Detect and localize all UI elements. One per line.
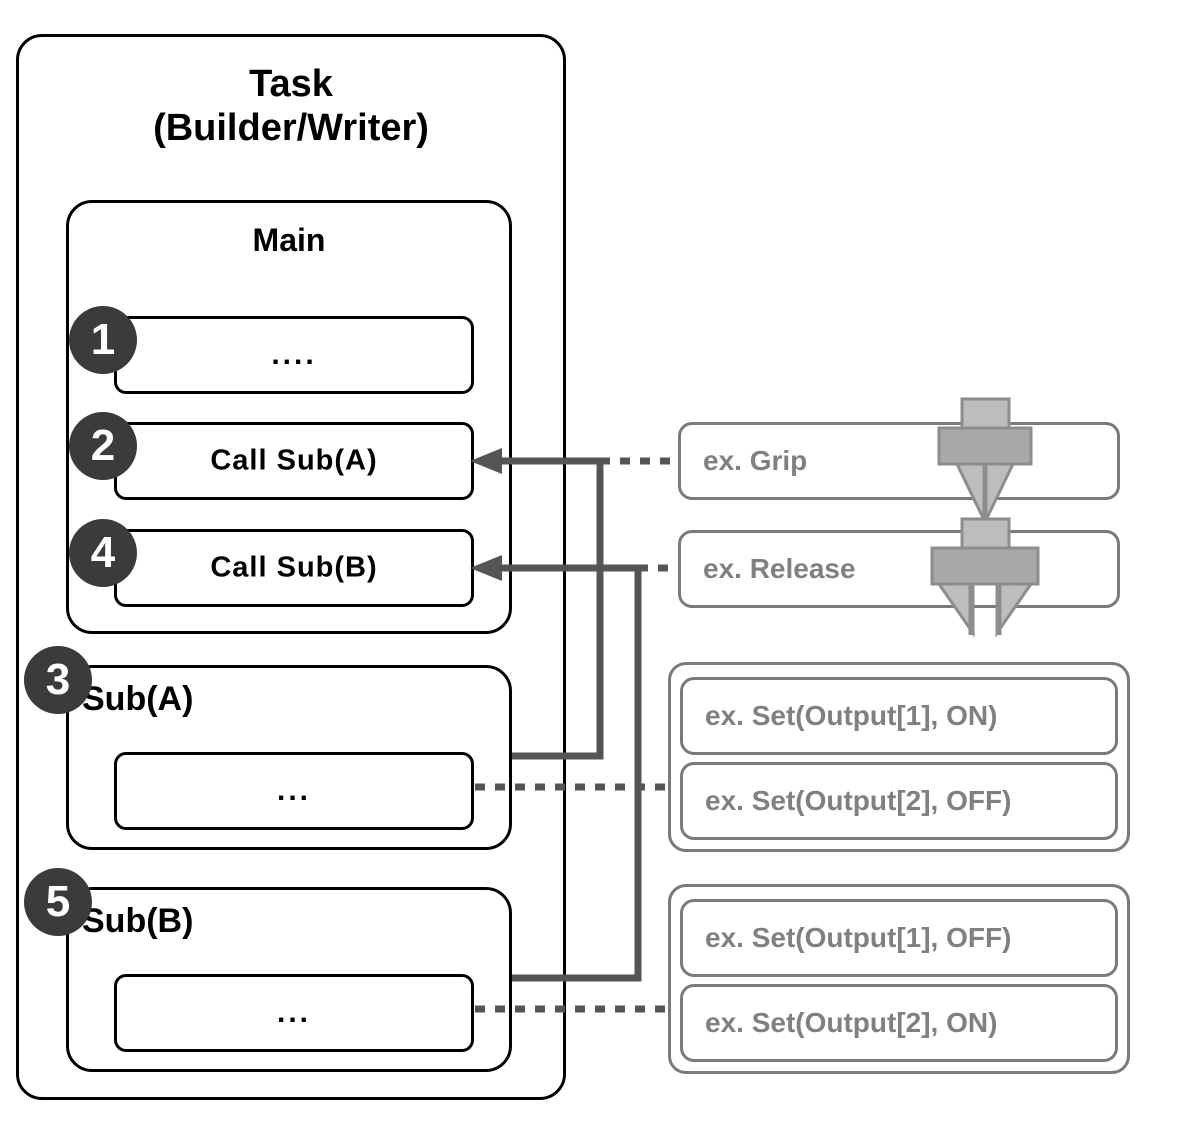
main-row-call-sub-a-label: Call Sub(A) [210,444,378,477]
main-row-call-sub-a[interactable]: Call Sub(A) [114,422,474,500]
task-title: Task (Builder/Writer) [153,63,429,150]
sub-a-body-label: ... [276,774,311,807]
badge-5: 5 [24,868,92,936]
main-row-1[interactable]: .... [114,316,474,394]
output-item-b-1-label: ex. Set(Output[1], OFF) [705,922,1012,953]
main-row-call-sub-b[interactable]: Call Sub(B) [114,529,474,607]
output-item-a-2[interactable]: ex. Set(Output[2], OFF) [680,762,1118,840]
main-title: Main [252,222,326,258]
badge-1: 1 [69,306,137,374]
output-item-a-1-label: ex. Set(Output[1], ON) [705,700,998,731]
output-item-a-1[interactable]: ex. Set(Output[1], ON) [680,677,1118,755]
sub-b-title: Sub(B) [82,902,194,940]
example-release-box[interactable]: ex. Release [678,530,1120,608]
sub-b-body[interactable]: ... [114,974,474,1052]
main-row-1-label: .... [271,338,317,371]
sub-a-title: Sub(A) [82,680,194,718]
gripper-open-icon [930,517,1040,638]
sub-a-body[interactable]: ... [114,752,474,830]
example-grip-label: ex. Grip [703,445,808,476]
sub-b-body-label: ... [276,996,311,1029]
badge-3: 3 [24,646,92,714]
badge-4: 4 [69,519,137,587]
output-item-b-1[interactable]: ex. Set(Output[1], OFF) [680,899,1118,977]
output-item-b-2[interactable]: ex. Set(Output[2], ON) [680,984,1118,1062]
example-release-label: ex. Release [703,553,856,584]
output-item-a-2-label: ex. Set(Output[2], OFF) [705,785,1012,816]
gripper-closed-icon [937,397,1033,526]
main-row-call-sub-b-label: Call Sub(B) [210,551,378,584]
example-grip-box[interactable]: ex. Grip [678,422,1120,500]
output-item-b-2-label: ex. Set(Output[2], ON) [705,1007,998,1038]
badge-2: 2 [69,412,137,480]
